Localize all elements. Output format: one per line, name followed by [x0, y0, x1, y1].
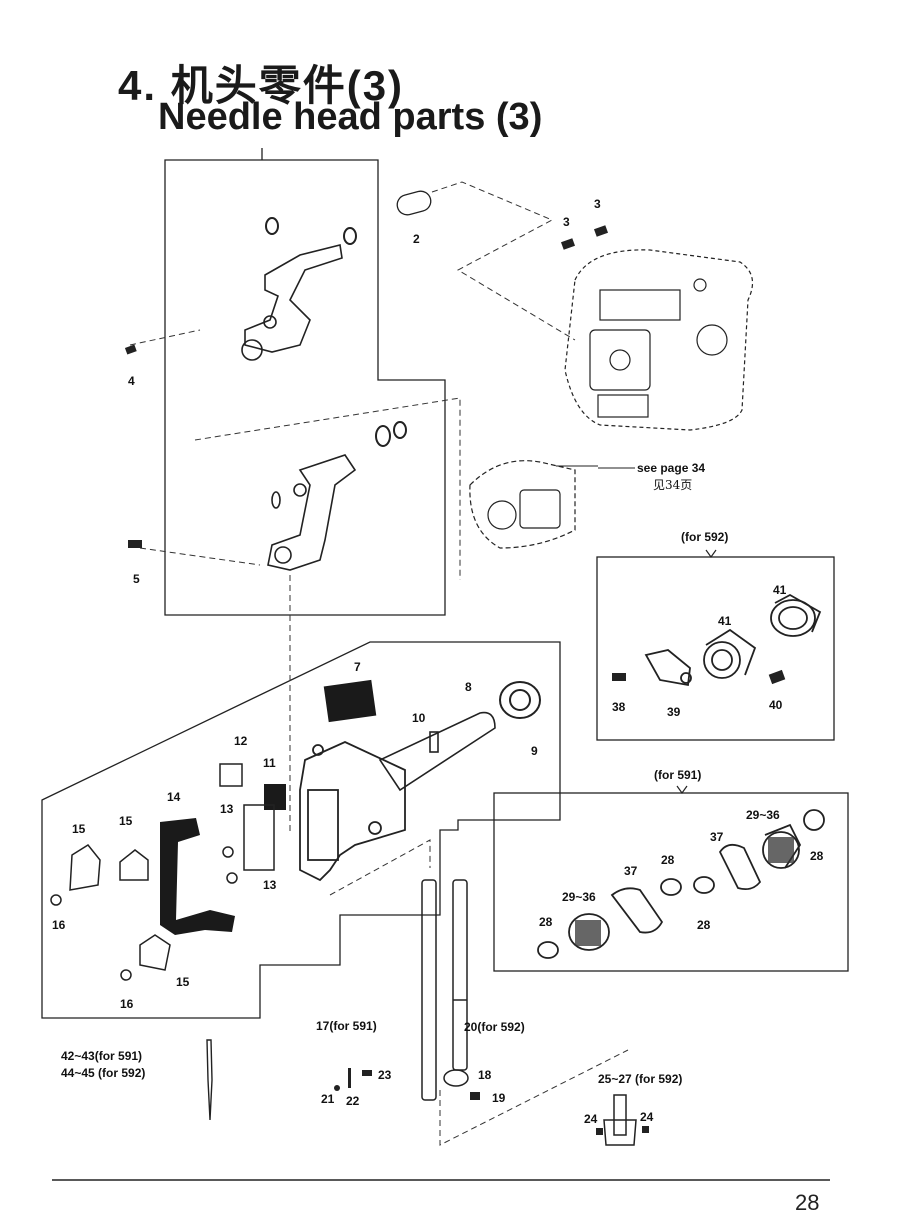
- part-label-12: 12: [234, 734, 248, 748]
- part-label-11: 11: [263, 756, 276, 770]
- part-label-15: 15: [176, 975, 190, 989]
- part-label-22: 22: [346, 1094, 360, 1108]
- part-label-28: 28: [539, 915, 553, 929]
- part-label-3: 3: [594, 197, 601, 211]
- title-chinese: 机头零件(3): [170, 62, 405, 109]
- part-label-13: 13: [220, 802, 234, 816]
- part-label-16: 16: [120, 997, 134, 1011]
- part-label-20: 20(for 592): [464, 1020, 525, 1034]
- part-label-41: 41: [718, 614, 732, 628]
- part-label-21: 21: [321, 1092, 335, 1106]
- part-label-25-27: 25~27 (for 592): [598, 1072, 683, 1086]
- group-outline-591: [493, 792, 849, 972]
- group-outline-middle: [41, 641, 561, 1019]
- part-label-7: 7: [354, 660, 361, 674]
- part-label-40: 40: [769, 698, 783, 712]
- group-label-591: (for 591): [654, 768, 702, 782]
- part-label-13: 13: [263, 878, 277, 892]
- part-label-4: 4: [128, 374, 135, 388]
- part-label-29-36: 29~36: [746, 808, 780, 822]
- group-label-592: (for 592): [681, 530, 729, 544]
- part-label-5: 5: [133, 572, 140, 586]
- page-number: 28: [795, 1190, 820, 1215]
- see-page-note-cn: 见34页: [653, 478, 693, 492]
- part-label-44-45: 44~45 (for 592): [61, 1066, 146, 1080]
- group-outline-592: [596, 556, 835, 741]
- group-outline-upper: [164, 148, 446, 616]
- part-label-42-43: 42~43(for 591): [61, 1049, 143, 1063]
- part-label-19: 19: [492, 1091, 506, 1105]
- page-title-cn: 4. 机头零件(3): [118, 52, 404, 113]
- part-label-28: 28: [810, 849, 824, 863]
- part-label-29-36: 29~36: [562, 890, 596, 904]
- page-title-en: Needle head parts (3): [158, 96, 543, 138]
- part-label-15: 15: [119, 814, 133, 828]
- part-label-17: 17(for 591): [316, 1019, 377, 1033]
- part-label-2: 2: [413, 232, 420, 246]
- part-label-9: 9: [531, 744, 538, 758]
- part-label-37: 37: [710, 830, 724, 844]
- part-label-37: 37: [624, 864, 638, 878]
- part-label-16: 16: [52, 918, 66, 932]
- part-label-28: 28: [697, 918, 711, 932]
- part-label-41: 41: [773, 583, 787, 597]
- part-label-28: 28: [661, 853, 675, 867]
- part-label-18: 18: [478, 1068, 492, 1082]
- part-label-14: 14: [167, 790, 181, 804]
- part-label-3: 3: [563, 215, 570, 229]
- part-label-38: 38: [612, 700, 626, 714]
- part-label-39: 39: [667, 705, 681, 719]
- part-label-15: 15: [72, 822, 86, 836]
- part-label-24: 24: [584, 1112, 598, 1126]
- part-label-10: 10: [412, 711, 426, 725]
- part-label-23: 23: [378, 1068, 392, 1082]
- part-label-8: 8: [465, 680, 472, 694]
- section-number: 4.: [118, 62, 158, 109]
- see-page-note: see page 34: [637, 461, 706, 475]
- part-label-24: 24: [640, 1110, 654, 1124]
